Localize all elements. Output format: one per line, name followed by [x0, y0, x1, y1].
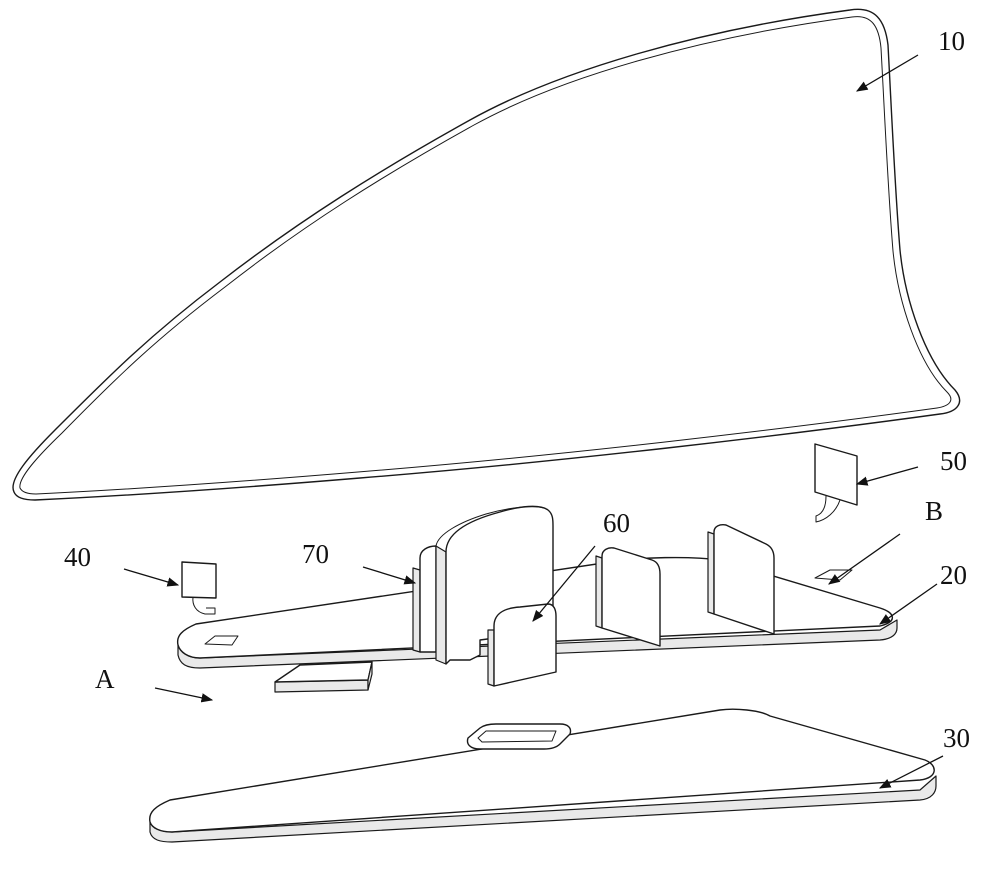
right-tab: [707, 524, 775, 635]
patch-part-40: [181, 561, 217, 615]
leader-arrows: [123, 54, 944, 789]
leader-B: [828, 533, 901, 585]
leader-A: [154, 687, 214, 703]
reference-labels: 10 50 B 20 60 70 40 A 30: [64, 26, 970, 753]
leader-10: [855, 54, 919, 92]
label-B: B: [925, 496, 943, 526]
shell-part-10: [12, 8, 961, 501]
label-50: 50: [940, 446, 967, 476]
leader-60: [532, 545, 596, 622]
base-part-30: [149, 708, 937, 843]
patch-part-50: [814, 443, 858, 523]
leader-50: [855, 466, 919, 486]
plate-part-70: [412, 505, 554, 665]
label-60: 60: [603, 508, 630, 538]
tab-part-60: [487, 603, 557, 687]
label-70: 70: [302, 539, 329, 569]
label-10: 10: [938, 26, 965, 56]
leader-40: [123, 568, 180, 587]
label-30: 30: [943, 723, 970, 753]
middle-tab: [595, 547, 661, 647]
leader-30: [878, 755, 944, 789]
leader-20: [879, 583, 938, 625]
label-A: A: [95, 664, 115, 694]
label-20: 20: [940, 560, 967, 590]
label-40: 40: [64, 542, 91, 572]
leader-70: [362, 566, 417, 585]
